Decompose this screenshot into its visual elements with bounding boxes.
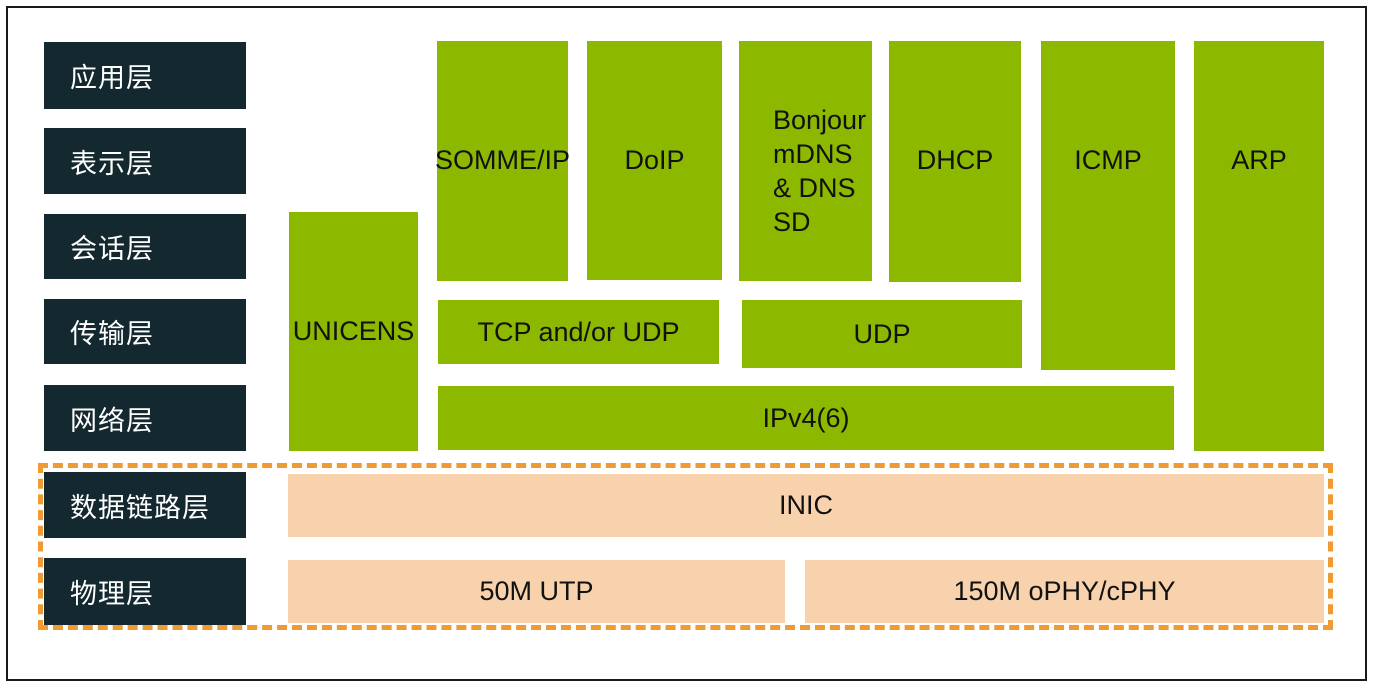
- icmp-block: ICMP: [1041, 41, 1175, 370]
- somme-ip-block: SOMME/IP: [435, 41, 570, 281]
- ipv4-block: IPv4(6): [438, 386, 1174, 450]
- link-physical-dashed-region: [38, 463, 1333, 630]
- arp-block: ARP: [1194, 41, 1324, 451]
- utp-block: 50M UTP: [288, 560, 785, 623]
- bonjour-mdns-block: Bonjour mDNS & DNS SD: [739, 41, 872, 281]
- udp-block: UDP: [742, 300, 1022, 368]
- dhcp-block: DHCP: [889, 41, 1021, 282]
- ophy-cphy-block: 150M oPHY/cPHY: [805, 560, 1324, 623]
- layer-label-session: 会话层: [44, 214, 246, 279]
- layer-label-application: 应用层: [44, 42, 246, 109]
- unicens-block: UNICENS: [289, 212, 418, 451]
- layer-label-physical: 物理层: [44, 558, 246, 625]
- tcp-udp-block: TCP and/or UDP: [438, 300, 719, 364]
- layer-label-data-link: 数据链路层: [44, 472, 246, 538]
- doip-block: DoIP: [587, 41, 722, 280]
- layer-label-presentation: 表示层: [44, 128, 246, 194]
- inic-block: INIC: [288, 474, 1324, 537]
- diagram-frame: [6, 6, 1367, 681]
- layer-label-transport: 传输层: [44, 299, 246, 364]
- layer-label-network: 网络层: [44, 385, 246, 451]
